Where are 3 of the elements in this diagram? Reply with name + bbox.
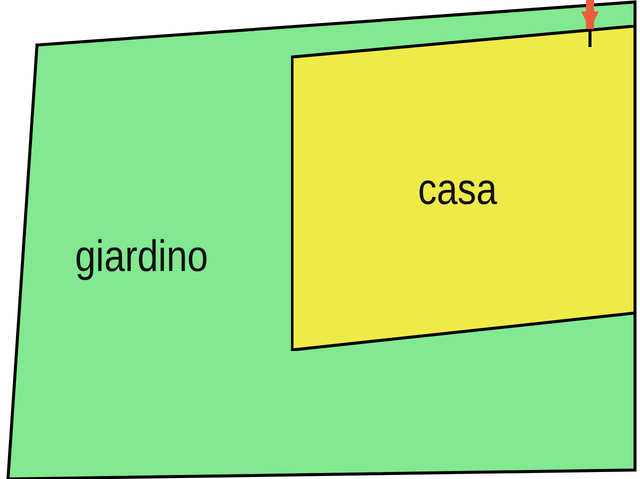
area-label: casa [418, 165, 497, 215]
entrance-arrow [581, 0, 599, 30]
area-label: giardino [75, 232, 208, 282]
